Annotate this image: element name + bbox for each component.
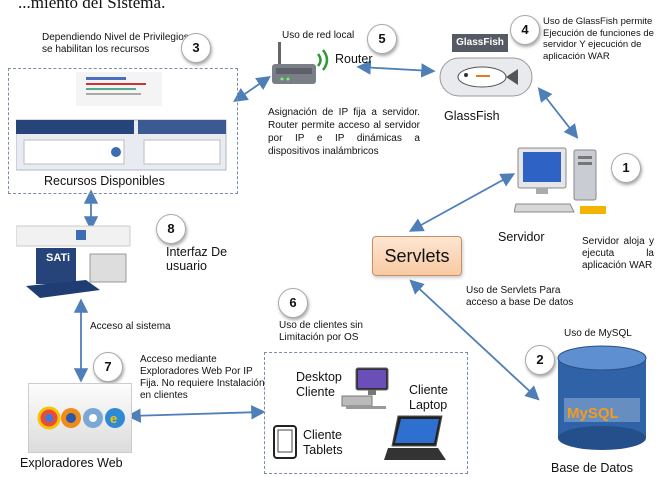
interfaz-app-text: SATi [46,252,71,264]
database-label: Base de Datos [551,461,633,475]
arrow-exploradores-clientes [126,405,266,423]
router-icon [272,42,329,84]
recursos-screenshots [16,72,227,171]
step-badge-5: 5 [367,24,397,54]
arrow-servlets-servidor [408,173,516,232]
clientes-note: Uso de clientes sin Limitación por OS [279,320,363,343]
tablet-icon [273,425,297,459]
step-badge-8: 8 [156,214,186,244]
exploradores-label: Exploradores Web [20,456,123,470]
glassfish-logo: GlassFish [436,30,536,106]
recursos-panel [8,68,238,194]
laptop-icon [384,415,446,460]
desktop-monitor-icon [341,367,389,409]
acceso-label: Acceso al sistema [90,321,171,332]
arrow-servlets-database [409,279,540,401]
laptop-cliente-label: Cliente Laptop [409,383,448,412]
step-badge-1: 1 [611,153,641,183]
arrow-router-glassfish [356,60,436,78]
glassfish-label: GlassFish [444,109,500,123]
step-badge-2: 2 [525,345,555,375]
servlets-box: Servlets [372,236,462,276]
exploradores-note: Acceso mediante Exploradores Web Por IP … [140,354,265,401]
svg-text:e: e [110,411,117,426]
recursos-note: Dependiendo Nivel de Privilegios se habi… [42,32,189,55]
step-badge-7: 7 [93,352,123,382]
arrow-glassfish-servidor [537,87,579,139]
servidor-label: Servidor [498,230,545,244]
recursos-label: Recursos Disponibles [44,174,165,188]
router-label: Router [335,52,373,66]
mysql-logo-text: MySQL [567,405,619,422]
interfaz-screenshot [16,225,131,298]
desktop-cliente-label: Desktop Cliente [296,370,342,399]
interfaz-label: Interfaz De usuario [166,245,228,273]
step-badge-6: 6 [278,288,308,318]
step-badge-4: 4 [510,15,540,45]
servlets-note: Uso de Servlets Para acceso a base De da… [466,285,574,308]
tablet-cliente-label: Cliente Tablets [303,428,343,457]
desktop-computer-icon [514,147,606,214]
database-note: Uso de MySQL [564,328,632,339]
router-note: Uso de red local [282,30,355,41]
browser-icons: e [28,383,132,453]
servidor-note: Servidor aloja y ejecuta la aplicación W… [582,236,654,271]
glassfish-note: Uso de GlassFish permite Ejecución de fu… [543,16,654,62]
clientes-panel [264,352,468,474]
router-description: Asignación de IP fija a servidor. Router… [268,107,420,157]
database-icon [557,345,647,450]
page-title: ...miento del Sistema. [18,0,166,12]
step-badge-3: 3 [181,33,211,63]
arrow-recursos-router [233,75,271,103]
